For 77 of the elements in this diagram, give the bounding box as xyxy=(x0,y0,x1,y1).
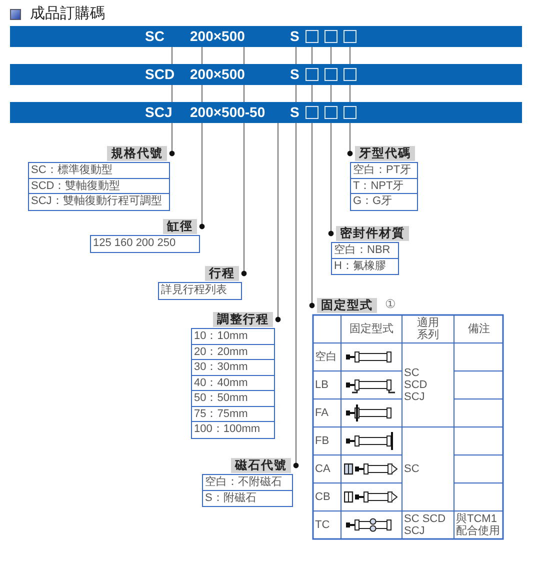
code-band xyxy=(10,26,522,47)
option-row-text: SCJ：雙軸復動行程可調型 xyxy=(30,194,163,209)
option-row-text: 詳見行程列表 xyxy=(160,283,228,298)
option-row: SCD：雙軸復動型 xyxy=(29,178,169,194)
connector-line xyxy=(201,47,203,64)
code-text: SC xyxy=(145,28,164,45)
connector-line xyxy=(171,47,173,64)
mount-code: CA xyxy=(315,463,332,475)
group-heading: 規格代號 xyxy=(107,146,167,161)
group-heading: 行程 xyxy=(205,266,239,281)
option-row: 30：30mm xyxy=(192,360,274,376)
option-row-text: S：附磁石 xyxy=(204,490,258,506)
mount-code: TC xyxy=(315,519,331,531)
group-heading: 密封件材質 xyxy=(336,226,409,241)
connector-line xyxy=(243,85,245,102)
group-heading: 牙型代碼 xyxy=(355,146,415,161)
option-row: 空白：PT牙 xyxy=(351,163,417,178)
group-heading: 固定型式 xyxy=(317,298,377,313)
connector-line xyxy=(311,85,313,102)
code-text: SCJ xyxy=(145,104,172,121)
option-row-text: 100：100mm xyxy=(193,422,262,437)
option-row: 75：75mm xyxy=(192,406,274,422)
series-text: SC xyxy=(404,463,420,475)
connector-line xyxy=(330,85,332,102)
code-text: S xyxy=(290,104,300,121)
connector-line xyxy=(309,123,315,308)
connector-line xyxy=(347,123,353,156)
option-row: 空白：NBR xyxy=(332,243,398,258)
page-title: 成品訂購碼 xyxy=(30,4,105,23)
mount-code: FA xyxy=(315,407,330,419)
code-text: S xyxy=(290,66,300,83)
code-text: S xyxy=(290,28,300,45)
connector-line xyxy=(349,85,351,102)
option-row: 10：10mm xyxy=(192,329,274,344)
option-row-text: 125 160 200 250 xyxy=(92,236,177,251)
connector-line xyxy=(295,47,297,64)
option-row-text: G：G牙 xyxy=(352,194,394,209)
connector-line xyxy=(328,123,334,236)
connector-line xyxy=(275,123,281,322)
option-row: 空白：不附磁石 xyxy=(203,475,292,490)
mount-code: 空白 xyxy=(315,351,338,363)
column-header: 固定型式 xyxy=(348,323,394,335)
option-row-text: H：氟橡膠 xyxy=(333,258,387,274)
mount-code: LB xyxy=(315,379,330,391)
connector-line xyxy=(330,47,332,64)
option-row: SC：標準復動型 xyxy=(29,163,169,178)
connector-line xyxy=(311,47,313,64)
connector-line xyxy=(201,85,203,102)
code-text: SCD xyxy=(145,66,175,83)
connector-line xyxy=(295,85,297,102)
code-text: 200×500 xyxy=(190,28,245,45)
connector-line xyxy=(243,47,245,64)
mount-code: CB xyxy=(315,491,332,503)
option-row: 20：20mm xyxy=(192,344,274,360)
code-text: 200×500-50 xyxy=(190,104,266,121)
group-heading: 調整行程 xyxy=(213,312,273,327)
connector-line xyxy=(171,85,173,102)
column-header: 備注 xyxy=(467,323,491,335)
mount-code: FB xyxy=(315,435,330,447)
code-text: 200×500 xyxy=(190,66,245,83)
connector-line xyxy=(241,123,247,276)
group-heading: 磁石代號 xyxy=(231,458,291,473)
remark-text: 與TCM1配合使用 xyxy=(456,513,501,537)
connector-line xyxy=(169,123,175,156)
code-band xyxy=(10,64,522,85)
footnote-mark: ① xyxy=(385,297,396,311)
column-header: 適用系列 xyxy=(416,317,440,341)
group-heading: 缸徑 xyxy=(163,219,197,234)
series-text: SC SCD SCJ xyxy=(404,367,428,403)
option-row: 50：50mm xyxy=(192,391,274,406)
option-row: T：NPT牙 xyxy=(351,178,417,194)
connector-line xyxy=(293,123,299,468)
connector-line xyxy=(349,47,351,64)
series-text: SC SCD SCJ xyxy=(404,513,447,537)
code-band xyxy=(10,102,522,123)
option-row: 40：40mm xyxy=(192,376,274,391)
connector-line xyxy=(199,123,205,230)
